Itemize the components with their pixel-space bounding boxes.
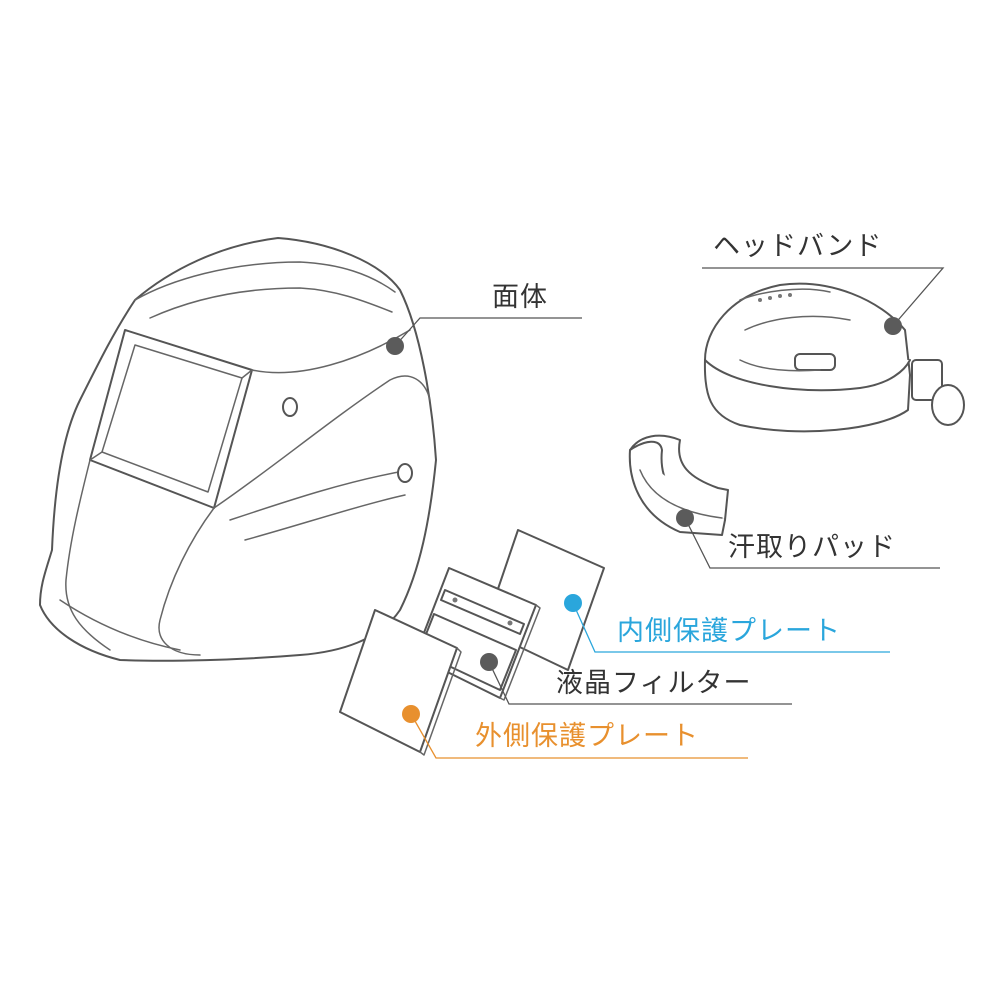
label-sweat-pad: 汗取りパッド <box>728 532 896 563</box>
leader-headband <box>702 267 945 327</box>
label-headband: ヘッドバンド <box>713 231 883 262</box>
label-outer-plate: 外側保護プレート <box>475 721 699 752</box>
sweat-pad-illustration <box>628 434 729 536</box>
leader-inner-plate <box>572 602 890 653</box>
marker-outer-plate <box>402 705 420 723</box>
leader-lines <box>394 267 945 759</box>
label-shell: 面体 <box>492 282 548 313</box>
leader-lcd-filter <box>488 661 792 705</box>
outer-plate-illustration <box>339 609 462 756</box>
markers <box>386 317 902 723</box>
label-lcd-filter: 液晶フィルター <box>556 668 752 699</box>
marker-lcd-filter <box>480 653 498 671</box>
helmet-shell-illustration <box>39 237 437 662</box>
leader-shell <box>394 317 582 347</box>
marker-sweat-pad <box>676 509 694 527</box>
label-inner-plate: 内側保護プレート <box>617 616 841 647</box>
marker-shell <box>386 337 404 355</box>
leader-sweat-pad <box>684 517 940 569</box>
headband-illustration <box>703 282 965 433</box>
marker-headband <box>884 317 902 335</box>
marker-inner-plate <box>564 594 582 612</box>
leader-outer-plate <box>410 713 748 759</box>
